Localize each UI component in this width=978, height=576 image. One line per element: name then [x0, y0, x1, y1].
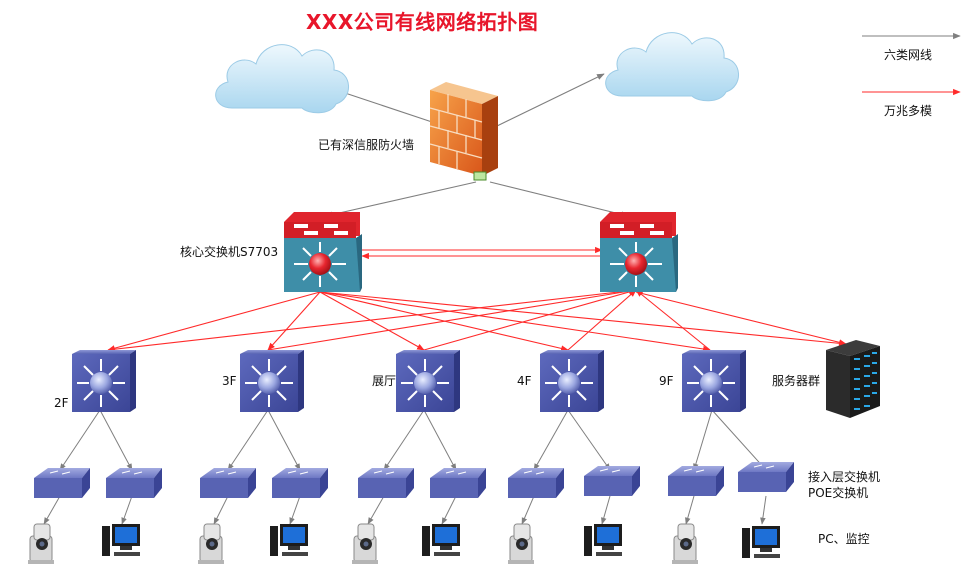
firewall-icon — [429, 82, 498, 181]
server-rack-icon — [826, 340, 880, 418]
camera-icon — [28, 523, 54, 564]
diagram-title: XXX公司有线网络拓扑图 — [306, 10, 539, 34]
core-switch-icon — [600, 212, 678, 292]
access-switch-icon — [200, 468, 256, 498]
floor-label-3f: 3F — [222, 374, 237, 388]
fiber-links — [107, 246, 847, 353]
access-switch-icon — [430, 468, 486, 498]
cloud-icon — [605, 32, 739, 102]
cloud-icon — [215, 44, 349, 114]
access-switch-icon — [508, 468, 564, 498]
distribution-switch-icon — [72, 350, 136, 412]
floor-label-hall: 展厅 — [372, 374, 397, 388]
access-switch-icon — [272, 468, 328, 498]
floor-label-4f: 4F — [517, 374, 532, 388]
access-layer-label: 接入层交换机 — [808, 470, 881, 484]
legend — [862, 32, 961, 96]
firewall-label: 已有深信服防火墙 — [318, 138, 415, 152]
poe-switch-label: POE交换机 — [808, 486, 869, 500]
camera-icon — [352, 523, 378, 564]
floor-label-9f: 9F — [659, 374, 674, 388]
camera-icon — [672, 523, 698, 564]
pc-icon — [742, 526, 780, 558]
copper-links-access — [43, 409, 767, 525]
camera-icon — [198, 523, 224, 564]
access-switch-icon — [584, 466, 640, 496]
access-switch-icon — [106, 468, 162, 498]
access-switch-icon — [358, 468, 414, 498]
access-switch-icon — [738, 462, 794, 492]
core-switch-icon — [284, 212, 362, 292]
pc-icon — [422, 524, 460, 556]
server-group-label: 服务器群 — [772, 374, 821, 388]
pc-icon — [102, 524, 140, 556]
access-switch-icon — [34, 468, 90, 498]
access-switch-icon — [668, 466, 724, 496]
core-switch-label: 核心交换机S7703 — [180, 245, 279, 259]
distribution-switch-icon — [240, 350, 304, 412]
floor-label-2f: 2F — [54, 396, 69, 410]
legend-label-fiber: 万兆多模 — [884, 104, 933, 118]
pc-icon — [270, 524, 308, 556]
legend-label-copper: 六类网线 — [884, 48, 933, 62]
endpoints-label: PC、监控 — [818, 532, 870, 546]
distribution-switch-icon — [540, 350, 604, 412]
distribution-switch-icon — [396, 350, 460, 412]
pc-icon — [584, 524, 622, 556]
camera-icon — [508, 523, 534, 564]
distribution-switch-icon — [682, 350, 746, 412]
